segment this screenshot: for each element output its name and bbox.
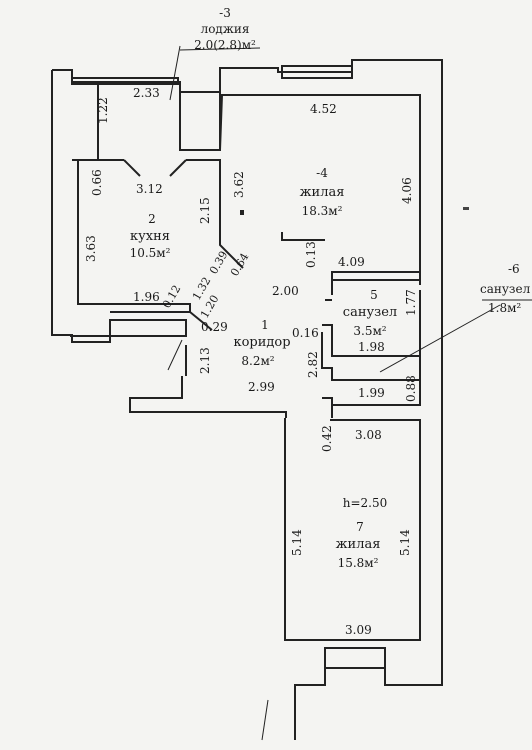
living2-height: h=2.50 [342,496,388,510]
dim-living1-left: 3.62 [232,171,246,198]
dim-corridor-200: 2.00 [272,284,299,298]
living2-name: жилая [335,537,381,552]
dim-living2-top: 3.08 [355,428,382,442]
living1-area: 18.3м² [301,204,343,218]
dim-loggia-width: 2.33 [133,86,160,100]
bath-name: санузел [342,305,398,320]
mark-edge [463,207,469,210]
loggia-name: лоджия [200,22,250,36]
corridor-name: коридор [233,335,291,350]
corridor-walls [129,311,420,418]
dim-bath-bottom: 1.98 [358,340,385,354]
dim-wall-016: 0.16 [292,326,319,340]
living2-number: 7 [356,520,364,534]
loggia-wall [72,81,181,92]
dim-wc-bottom: 1.99 [358,386,385,400]
dim-living1-top: 4.52 [310,102,337,116]
dim-bath-right: 1.77 [404,289,418,316]
loggia-area: 2.0(2.8)м² [194,38,256,52]
dim-living1-right: 4.06 [400,177,414,204]
wc-name: санузел [480,282,531,296]
dim-kitchen-top: 3.12 [136,182,163,196]
dim-corridor-bottom: 2.99 [248,380,275,394]
bath-number: 5 [370,288,378,302]
wc-area: 1.8м² [488,301,522,315]
dim-wc-right: 0.88 [404,375,418,402]
dim-living2-bottom: 3.09 [345,623,372,637]
kitchen-name: кухня [130,229,170,244]
kitchen-door [123,159,187,177]
mark-square [240,210,244,215]
leader-corridor [167,339,183,371]
kitchen-area: 10.5м² [129,246,171,260]
kitchen-number: 2 [148,212,156,226]
dim-bath-top: 4.09 [338,255,365,269]
bath-walls [325,279,420,301]
leader-wc [379,304,501,373]
dim-kitchen-right: 2.15 [198,197,212,224]
dim-kitchen-left-small: 0.66 [90,169,104,196]
dim-kitchen-left: 3.63 [84,235,98,262]
living1-name: жилая [299,185,345,200]
dim-kitchen-bottom: 1.96 [133,290,160,304]
living2-area: 15.8м² [337,556,379,570]
dim-wall-029: 0.29 [201,320,228,334]
outer-wall [51,59,443,740]
dim-wall-013: 0.13 [304,241,318,268]
wc-number: -6 [508,262,520,276]
living1-number: -4 [316,166,328,180]
dim-wall-042: 0.42 [320,425,334,452]
loggia-number: -3 [219,6,231,20]
kitchen-walls [77,159,244,313]
window-top [281,65,353,79]
leader-loggia [169,45,181,101]
dim-corridor-left: 2.13 [198,347,212,374]
window-bottom [324,647,386,669]
window-loggia [71,77,179,85]
dim-living2-left: 5.14 [290,529,304,556]
sep-loggia [179,47,261,51]
leader-bottom [261,699,269,741]
corridor-area: 8.2м² [241,354,275,368]
dim-living2-right: 5.14 [398,529,412,556]
dim-loggia-left: 1.22 [96,97,110,124]
bath-area: 3.5м² [353,324,387,338]
dim-corridor-right: 2.82 [306,351,320,378]
corridor-number: 1 [261,318,269,332]
